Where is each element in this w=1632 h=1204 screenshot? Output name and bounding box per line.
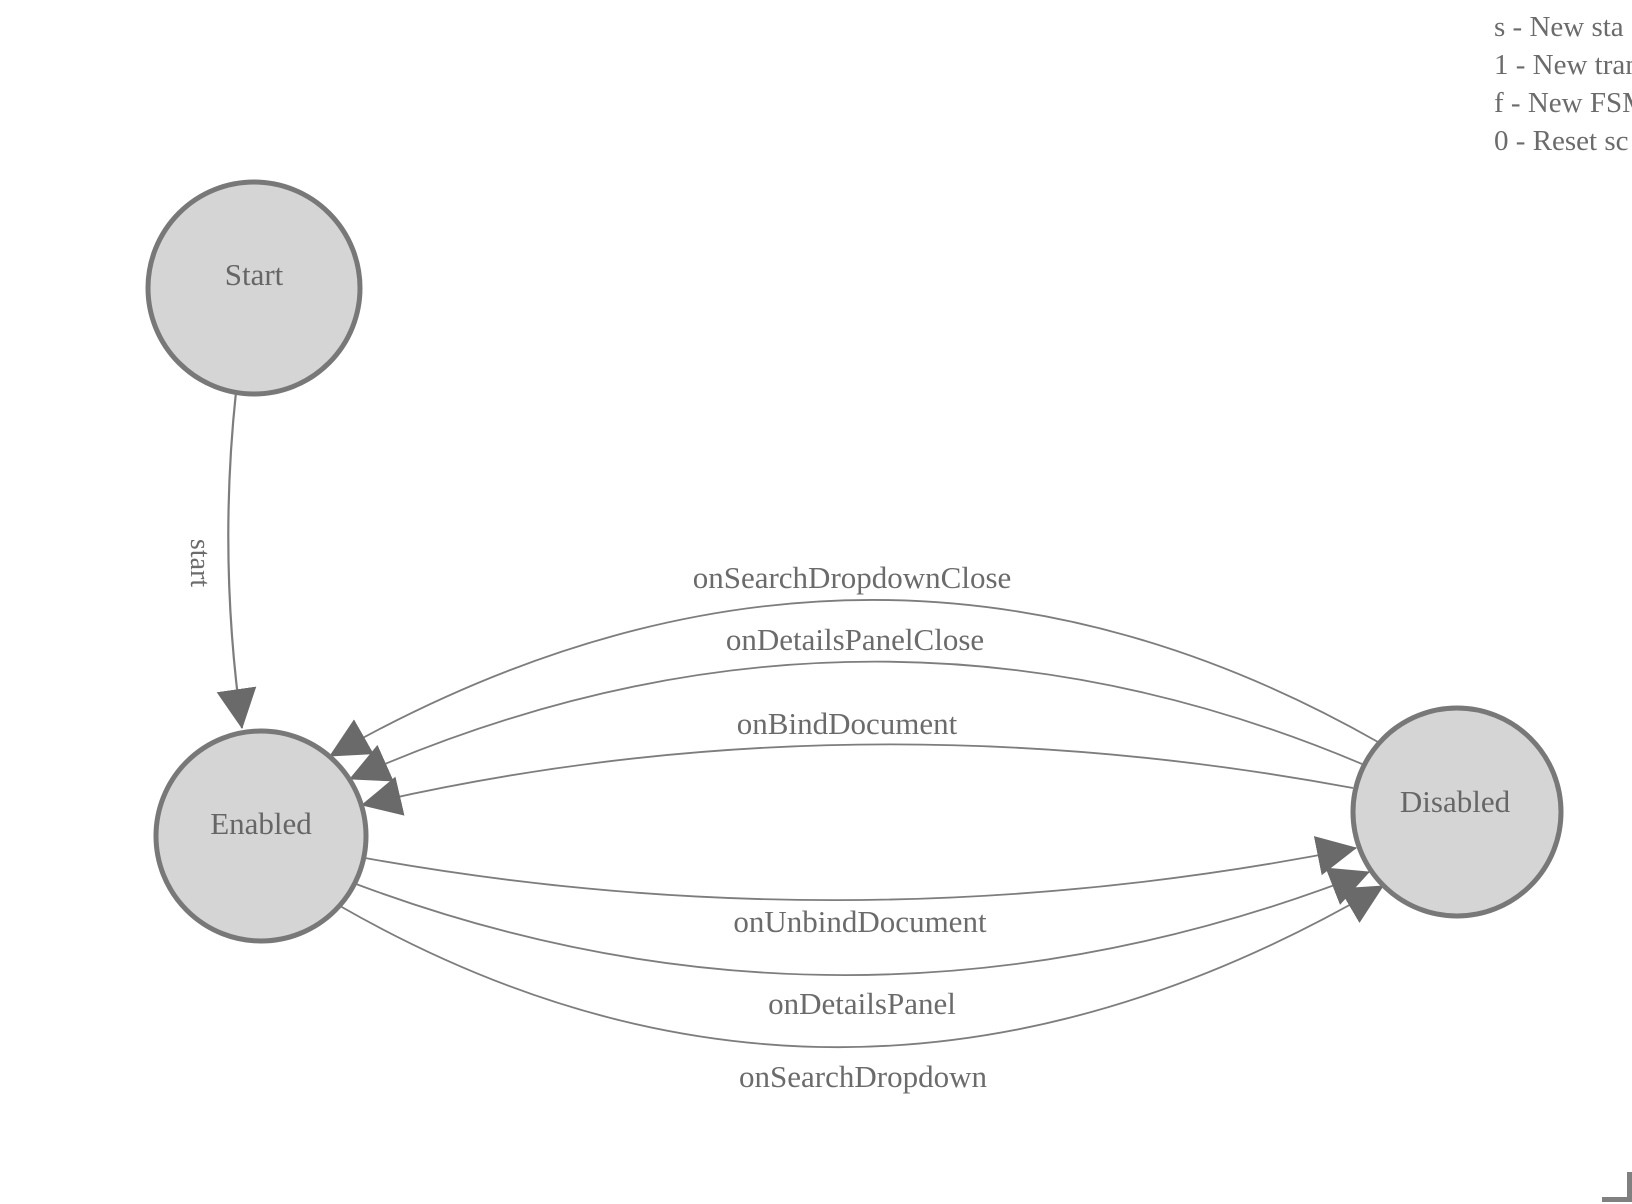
legend-line: 1 - New tran [1494,49,1632,81]
state-node-start[interactable] [145,179,363,397]
transition-label-onunbinddocument[interactable]: onUnbindDocument [733,904,987,939]
transition-ondetailspanel-edge[interactable] [355,867,1370,976]
legend-line: 0 - Reset sc [1494,125,1629,157]
state-label-start: Start [225,257,284,292]
state-node-enabled[interactable] [153,728,369,944]
transition-start-edge[interactable] [216,391,257,729]
state-node-disabled[interactable] [1350,705,1564,919]
transition-label-onsearchdropdown[interactable]: onSearchDropdown [739,1059,987,1094]
transition-onsearchdropdownclose-edge[interactable] [329,599,1379,757]
shortcut-legend: s - New sta 1 - New tran f - New FSM 0 -… [1494,8,1632,160]
transition-label-start[interactable]: start [184,539,215,587]
transition-label-ondetailspanel[interactable]: onDetailsPanel [768,986,956,1021]
transition-onsearchdropdown-edge[interactable] [339,885,1384,1048]
transition-label-onbinddocument[interactable]: onBindDocument [737,706,958,741]
transition-label-onsearchdropdownclose[interactable]: onSearchDropdownClose [693,560,1012,595]
legend-line: s - New sta [1494,11,1624,43]
state-label-disabled: Disabled [1400,784,1511,819]
canvas-resize-corner-icon [1602,1172,1632,1202]
transition-label-ondetailspanelclose[interactable]: onDetailsPanelClose [726,622,984,657]
state-label-enabled: Enabled [210,806,312,841]
transition-onbinddocument-edge[interactable] [361,743,1354,816]
transition-onunbinddocument-edge[interactable] [364,836,1357,902]
legend-line: f - New FSM [1494,87,1632,119]
transition-ondetailspanelclose-edge[interactable] [349,660,1363,782]
